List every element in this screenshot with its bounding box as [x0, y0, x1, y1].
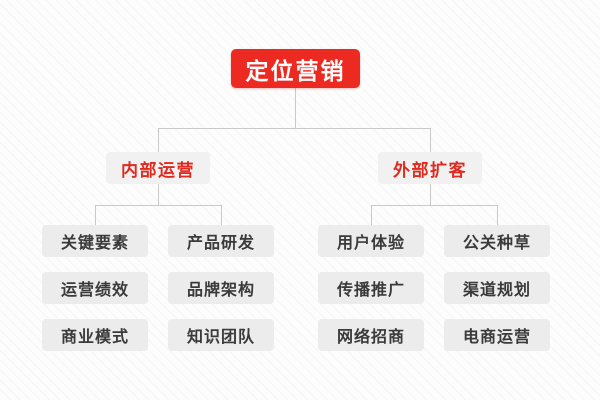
leaf-node[interactable]: 知识团队: [168, 319, 274, 351]
leaf-node[interactable]: 用户体验: [318, 225, 424, 257]
connector-branch-left-stem: [158, 184, 159, 205]
leaf-node[interactable]: 传播推广: [318, 272, 424, 304]
root-node[interactable]: 定位营销: [231, 49, 360, 88]
connector-branch-left-drop-col1: [95, 205, 96, 225]
leaf-node[interactable]: 电商运营: [444, 319, 550, 351]
branch-node-internal[interactable]: 内部运营: [106, 152, 210, 184]
leaf-node[interactable]: 品牌架构: [168, 272, 274, 304]
connector-root-bar: [158, 128, 431, 129]
connector-root-drop-right: [430, 128, 431, 152]
connector-root-drop-left: [158, 128, 159, 152]
leaf-node[interactable]: 网络招商: [318, 319, 424, 351]
connector-branch-right-bar: [371, 205, 497, 206]
leaf-node[interactable]: 产品研发: [168, 225, 274, 257]
leaf-node[interactable]: 关键要素: [42, 225, 148, 257]
connector-root-stem: [295, 88, 296, 128]
leaf-node[interactable]: 商业模式: [42, 319, 148, 351]
connector-branch-right-drop-col1: [371, 205, 372, 225]
leaf-node[interactable]: 运营绩效: [42, 272, 148, 304]
connector-branch-left-bar: [95, 205, 222, 206]
branch-node-external[interactable]: 外部扩客: [378, 152, 482, 184]
connector-branch-left-drop-col2: [221, 205, 222, 225]
connector-branch-right-drop-col2: [497, 205, 498, 225]
leaf-node[interactable]: 公关种草: [444, 225, 550, 257]
connector-branch-right-stem: [430, 184, 431, 205]
leaf-node[interactable]: 渠道规划: [444, 272, 550, 304]
